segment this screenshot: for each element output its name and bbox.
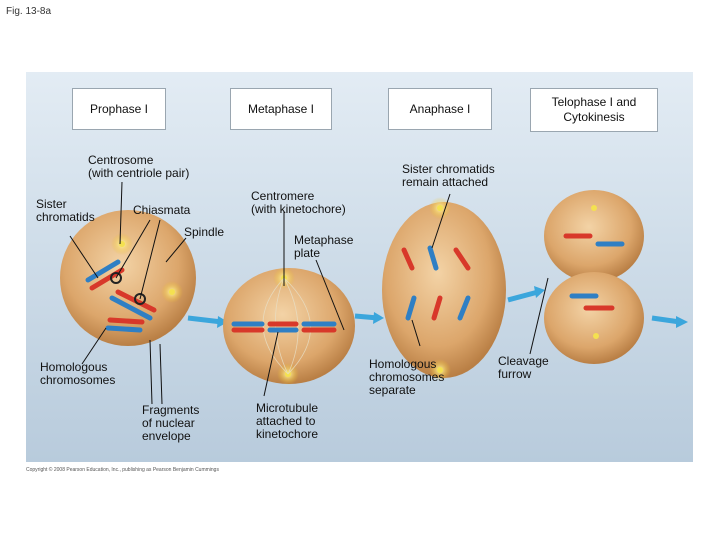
stage-telophase-i: Telophase I and Cytokinesis	[530, 88, 658, 132]
label-chiasmata: Chiasmata	[133, 203, 191, 217]
leader-lines	[69, 181, 549, 405]
label-spindle: Spindle	[184, 225, 225, 239]
stage-prophase-i: Prophase I	[72, 88, 166, 130]
label-centrosome: Centrosome (with centriole pair)	[88, 153, 190, 180]
label-centromere: Centromere (with kinetochore)	[251, 189, 346, 216]
anaphase-cell	[382, 197, 506, 381]
telophase-cells	[544, 190, 644, 364]
figure-label: Fig. 13-8a	[6, 6, 52, 17]
stage-metaphase-i: Metaphase I	[230, 88, 332, 130]
label-sister-chromatids: Sister chromatids	[36, 197, 95, 224]
stage-arrows	[187, 286, 688, 328]
label-microtubule: Microtubule attached to kinetochore	[256, 401, 319, 441]
label-metaphase-plate: Metaphase plate	[294, 233, 354, 260]
label-cleavage-furrow: Cleavage furrow	[498, 354, 549, 381]
label-homologous-chromosomes: Homologous chromosomes	[40, 360, 116, 387]
label-fragments-nuclear-envelope: Fragments of nuclear envelope	[142, 403, 200, 443]
label-homologous-separate: Homologous chromosomes separate	[369, 357, 445, 397]
stage-anaphase-i: Anaphase I	[388, 88, 492, 130]
prophase-cell	[60, 210, 196, 346]
metaphase-cell	[223, 267, 355, 385]
label-sister-remain-attached: Sister chromatids remain attached	[402, 162, 495, 189]
copyright-notice: Copyright © 2008 Pearson Education, Inc.…	[26, 467, 219, 473]
